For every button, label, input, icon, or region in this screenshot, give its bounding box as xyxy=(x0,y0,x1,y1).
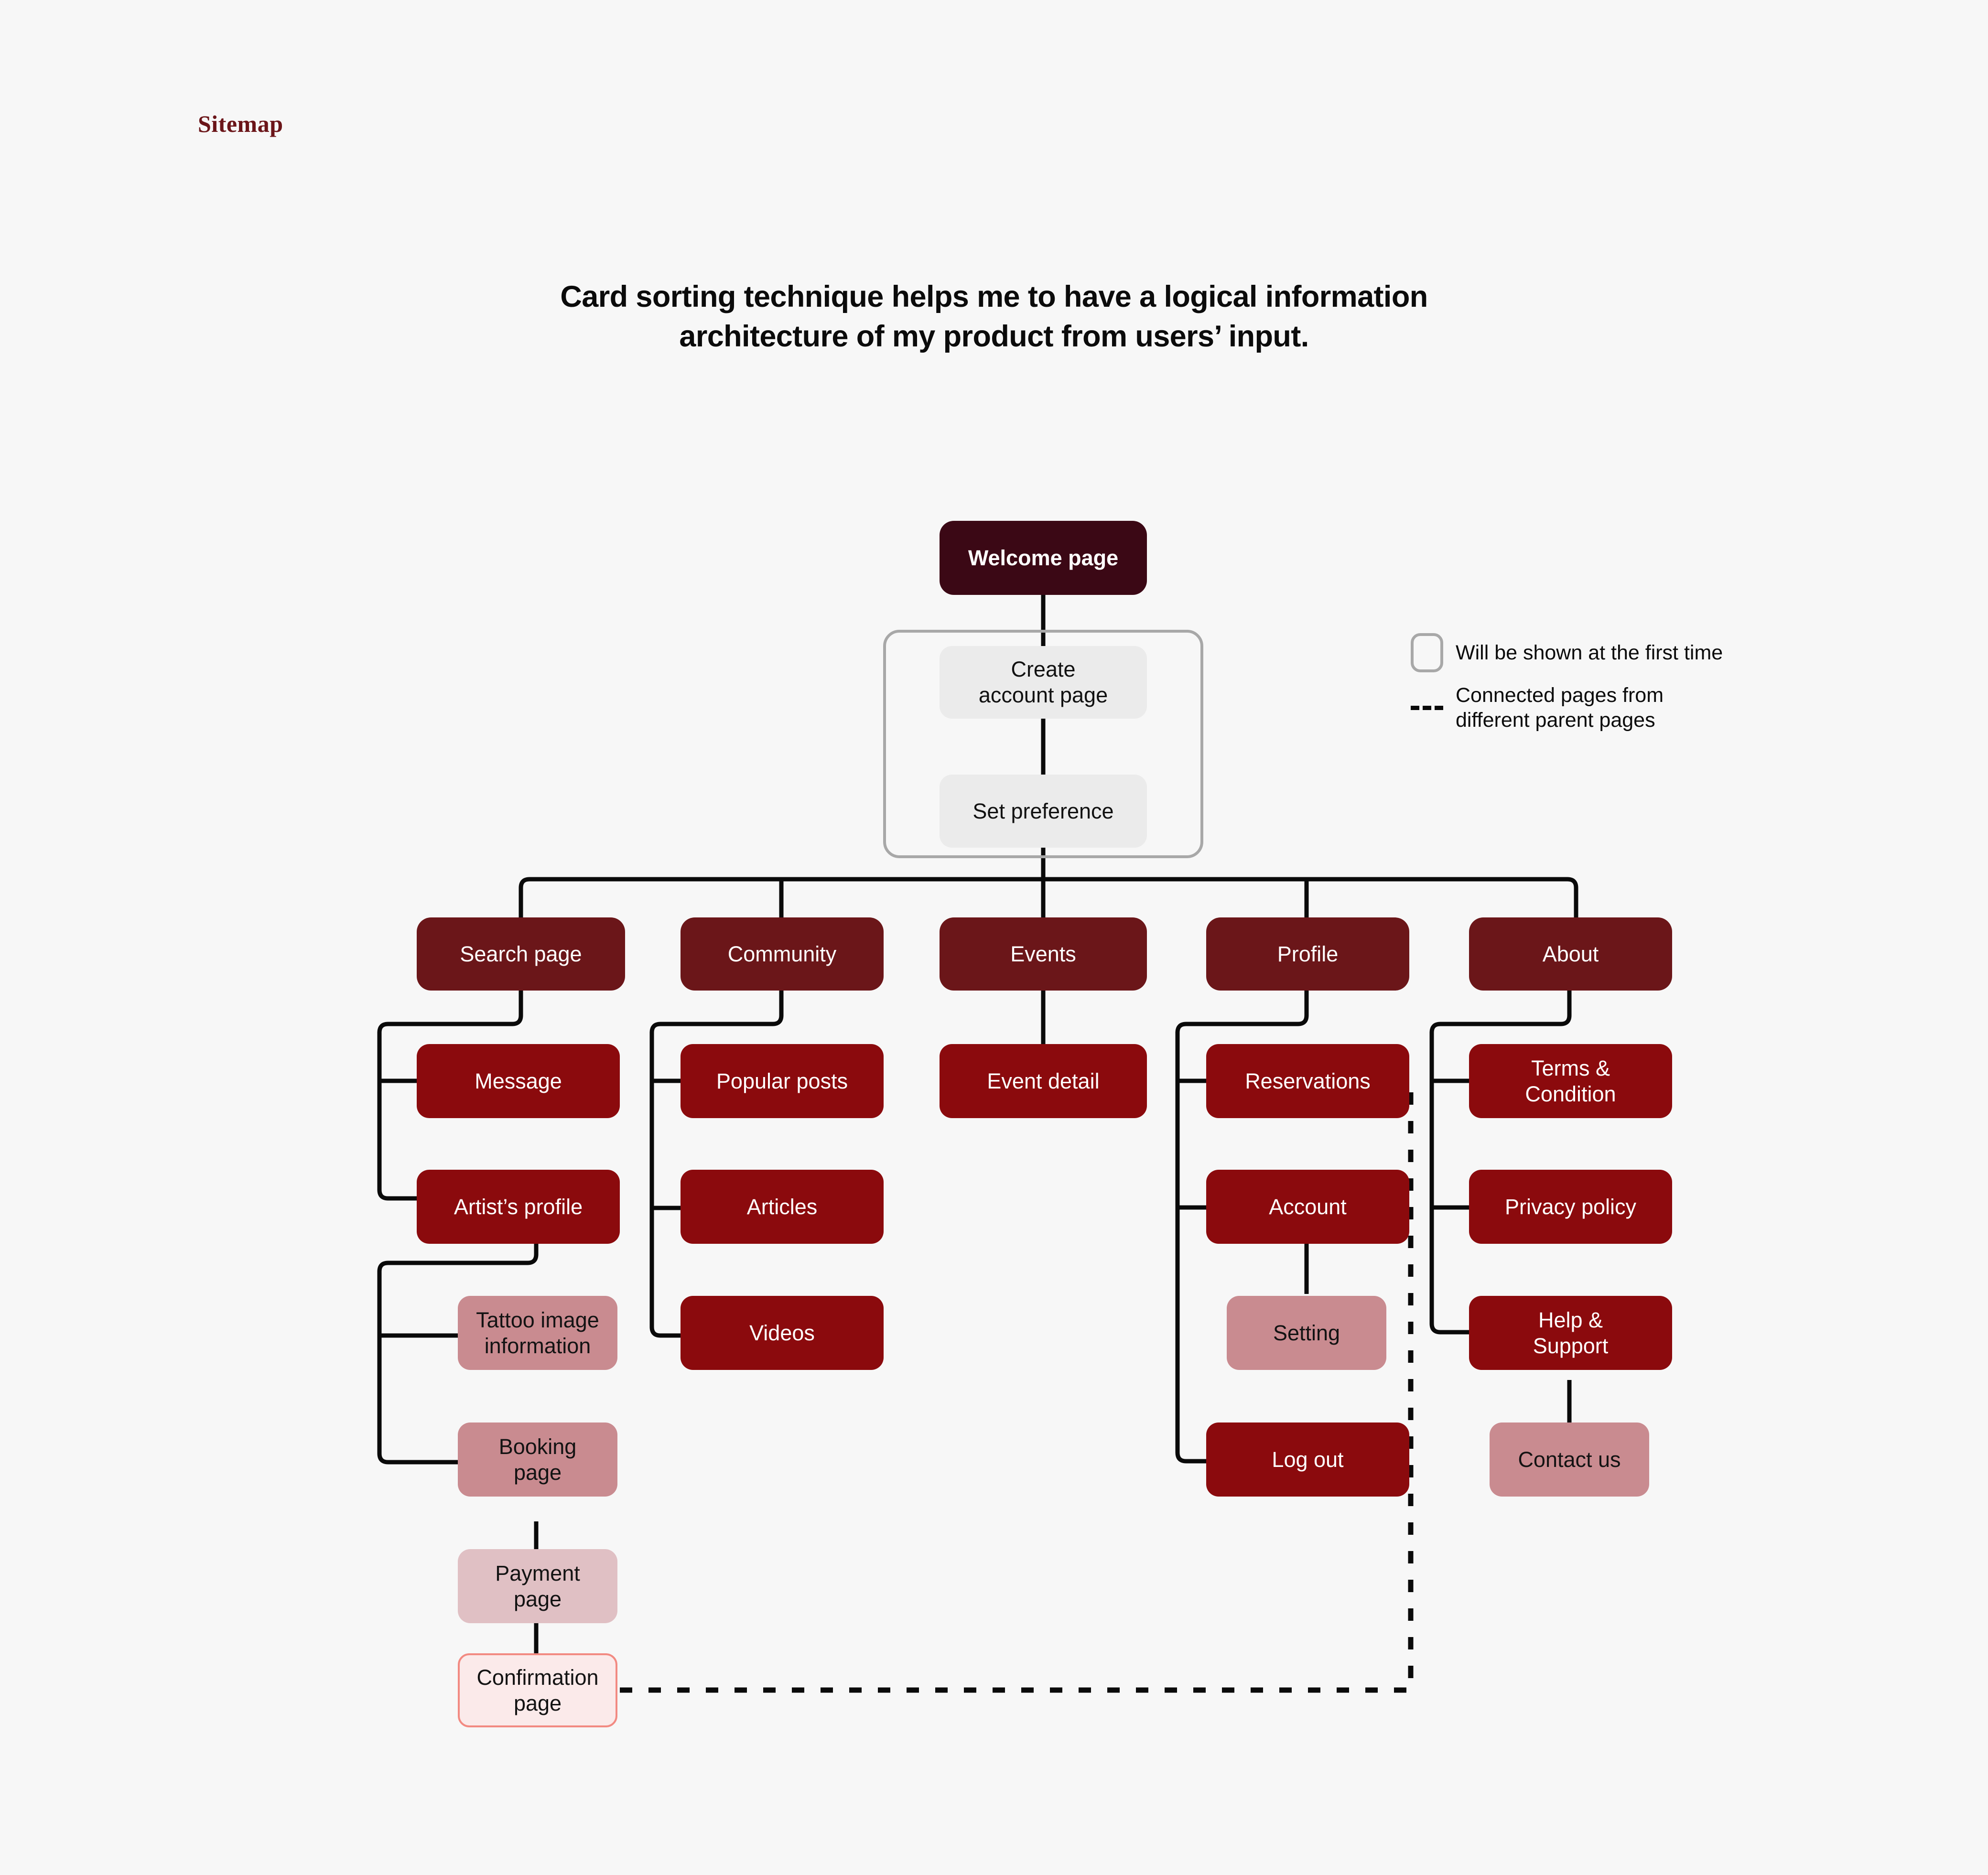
node-account[interactable]: Account xyxy=(1206,1170,1409,1244)
legend-item-label: Will be shown at the first time xyxy=(1456,641,1723,664)
rounded-rect-outline-icon xyxy=(1411,633,1443,672)
legend-item-cross-link: Connected pages from different parent pa… xyxy=(1411,683,1841,733)
node-event-detail[interactable]: Event detail xyxy=(940,1044,1147,1118)
page-title: Sitemap xyxy=(198,110,283,137)
node-terms-and-condition[interactable]: Terms & Condition xyxy=(1469,1044,1672,1118)
legend: Will be shown at the first time Connecte… xyxy=(1411,633,1841,744)
legend-item-label: Connected pages from different parent pa… xyxy=(1456,684,1664,732)
node-profile[interactable]: Profile xyxy=(1206,917,1409,991)
node-message[interactable]: Message xyxy=(417,1044,620,1118)
legend-item-first-time: Will be shown at the first time xyxy=(1411,633,1841,672)
node-search-page[interactable]: Search page xyxy=(417,917,625,991)
node-videos[interactable]: Videos xyxy=(681,1296,884,1370)
node-privacy-policy[interactable]: Privacy policy xyxy=(1469,1170,1672,1244)
node-set-preference[interactable]: Set preference xyxy=(940,775,1147,848)
node-payment-page[interactable]: Payment page xyxy=(458,1549,617,1623)
node-articles[interactable]: Articles xyxy=(681,1170,884,1244)
node-about[interactable]: About xyxy=(1469,917,1672,991)
node-tattoo-image-information[interactable]: Tattoo image information xyxy=(458,1296,617,1370)
dashed-line-icon xyxy=(1411,705,1443,710)
node-artists-profile[interactable]: Artist’s profile xyxy=(417,1170,620,1244)
node-popular-posts[interactable]: Popular posts xyxy=(681,1044,884,1118)
node-community[interactable]: Community xyxy=(681,917,884,991)
node-help-and-support[interactable]: Help & Support xyxy=(1469,1296,1672,1370)
node-booking-page[interactable]: Booking page xyxy=(458,1422,617,1497)
node-confirmation-page[interactable]: Confirmation page xyxy=(458,1653,617,1727)
node-contact-us[interactable]: Contact us xyxy=(1490,1422,1649,1497)
node-create-account-page[interactable]: Create account page xyxy=(940,646,1147,719)
node-reservations[interactable]: Reservations xyxy=(1206,1044,1409,1118)
node-log-out[interactable]: Log out xyxy=(1206,1422,1409,1497)
headline-text: Card sorting technique helps me to have … xyxy=(560,280,1428,354)
node-events[interactable]: Events xyxy=(940,917,1147,991)
node-setting[interactable]: Setting xyxy=(1227,1296,1386,1370)
first-time-group-outline xyxy=(883,630,1203,858)
node-welcome-page[interactable]: Welcome page xyxy=(940,521,1147,595)
